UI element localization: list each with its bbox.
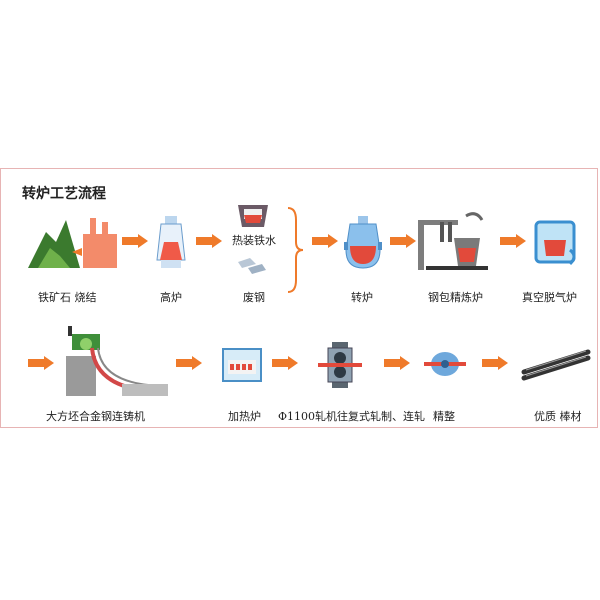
ladle-furnace-icon (418, 212, 488, 270)
flow-arrow (500, 234, 526, 248)
reheating-furnace-icon (222, 348, 262, 382)
scrap-steel-label: 废钢 (243, 291, 265, 304)
continuous-caster-icon (66, 326, 169, 396)
steel-bars-icon (521, 349, 591, 381)
diagram-title: 转炉工艺流程 (22, 186, 106, 202)
iron-ore-sinter-icon (28, 218, 117, 268)
step-finishing-label: 精整 (433, 410, 455, 423)
hot-metal-label: 热装铁水 (232, 234, 276, 247)
flow-arrow (390, 234, 416, 248)
blast-furnace-icon (156, 216, 186, 268)
flow-arrow (384, 356, 410, 370)
step-converter-label: 转炉 (351, 291, 373, 304)
step-blast-furnace-label: 高炉 (160, 291, 182, 304)
flow-arrow (176, 356, 202, 370)
flow-arrow (28, 356, 54, 370)
vacuum-degassing-icon (534, 220, 576, 266)
step-vacuum-degassing-label: 真空脱气炉 (522, 291, 577, 304)
flow-arrow (482, 356, 508, 370)
flow-arrow (312, 234, 338, 248)
process-frame (0, 168, 598, 428)
flow-arrow (272, 356, 298, 370)
step-steel-bars-label: 优质 棒材 (534, 410, 582, 423)
scrap-steel-icon (238, 258, 266, 274)
converter-icon (344, 216, 382, 269)
step-rolling-mill-label: Φ1100轧机往复式轧制、连轧 (278, 410, 426, 423)
step-ladle-furnace-label: 钢包精炼炉 (428, 291, 483, 304)
step-iron-ore-label: 铁矿石 烧结 (38, 291, 97, 304)
rolling-mill-icon (318, 342, 362, 388)
finishing-icon (424, 352, 466, 376)
flow-arrow (196, 234, 222, 248)
step-continuous-caster-label: 大方坯合金钢连铸机 (46, 410, 145, 423)
hot-metal-ladle-icon (238, 205, 268, 227)
brace-icon (287, 207, 304, 293)
step-reheating-furnace-label: 加热炉 (228, 410, 261, 423)
flow-arrow (122, 234, 148, 248)
